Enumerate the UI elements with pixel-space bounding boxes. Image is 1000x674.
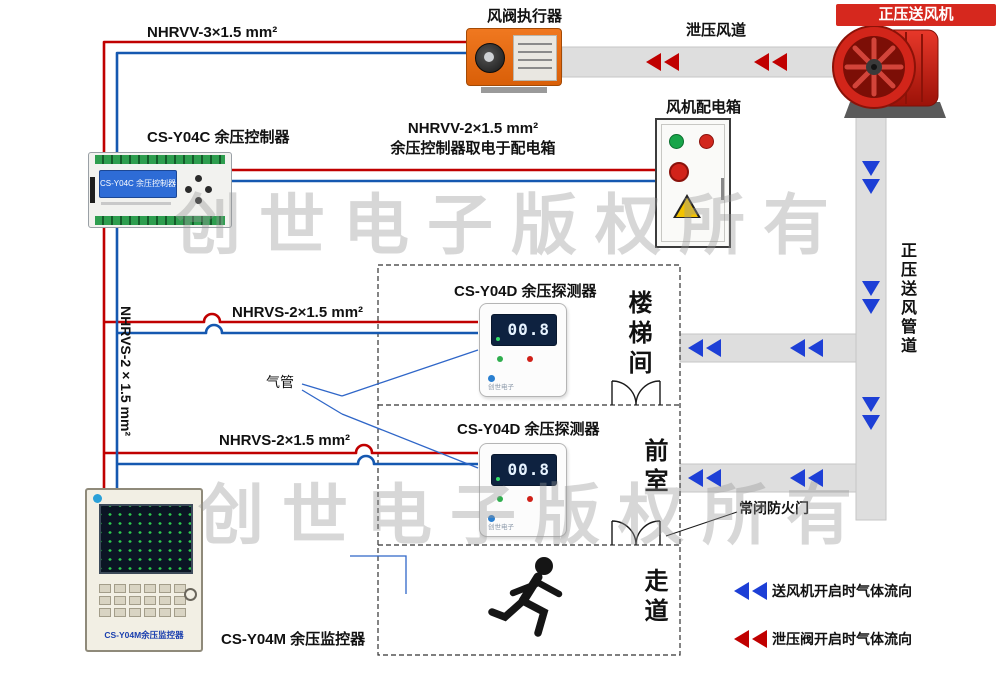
fire-door-label: 常闭防火门	[739, 500, 809, 516]
actuator-spec-sticker	[513, 35, 557, 81]
detector1-display: 00.8	[491, 314, 557, 346]
indicator-light-green	[669, 134, 684, 149]
distribution-box-door	[661, 124, 725, 242]
door-symbols	[611, 380, 738, 546]
relief-duct-label: 泄压风道	[686, 22, 747, 39]
detector2-reading: 00.8	[507, 460, 550, 479]
detector1-display-led	[496, 337, 500, 341]
brand-logo-icon	[93, 494, 102, 503]
detector2-led-green	[497, 496, 503, 502]
controller-connector	[90, 177, 95, 203]
legend-relief-arrow-icon	[734, 630, 767, 648]
detector2-label: CS-Y04D 余压探测器	[457, 421, 600, 438]
damper-label: 风阀执行器	[487, 8, 563, 25]
duct-relief	[561, 46, 855, 78]
indicator-light-red	[699, 134, 714, 149]
legend-supply-text: 送风机开启时气体流向	[772, 583, 912, 599]
runner-icon	[488, 557, 563, 637]
controller-button	[195, 197, 202, 204]
actuator-knob-cap	[484, 52, 494, 62]
controller-screen: CS-Y04C 余压控制器	[99, 170, 177, 198]
monitor-button-grid	[99, 584, 186, 617]
detector1-brand: 创世电子	[488, 384, 514, 391]
door-symbol-anteroom	[611, 520, 661, 546]
keyhole-icon	[184, 588, 197, 601]
distribution-box-label: 风机配电箱	[666, 99, 742, 116]
legend-supply-arrow-icon	[734, 582, 767, 600]
terminal-strip-bottom	[95, 216, 225, 225]
sticker-line	[518, 43, 552, 45]
brand-logo-icon	[488, 515, 495, 522]
air-tube-lines	[301, 349, 479, 594]
air-tube-label: 气管	[266, 374, 294, 390]
detector1-led-red	[527, 356, 533, 362]
detector1-cable-label: NHRVS-2×1.5 mm²	[232, 304, 364, 321]
monitor-device: CS-Y04M余压监控器	[85, 488, 203, 652]
terminal-strip-top	[95, 155, 225, 164]
damper-actuator-device	[466, 28, 562, 93]
warning-triangle-fill	[676, 198, 698, 217]
controller-button	[185, 186, 192, 193]
room-label-stairwell: 楼梯间	[624, 290, 651, 380]
brand-logo-icon	[488, 375, 495, 382]
actuator-cable-label: NHRVV-3×1.5 mm²	[147, 24, 278, 41]
controller-device: CS-Y04C 余压控制器	[88, 152, 232, 228]
detector1-reading: 00.8	[507, 320, 550, 339]
wire-red-actuator	[102, 40, 466, 152]
wire-blue-detector1	[117, 323, 478, 335]
relief-flow-arrows-icon	[646, 53, 787, 71]
sticker-line	[518, 67, 552, 69]
wire-blue-detector2	[117, 454, 478, 466]
zone-dashed-boxes	[377, 264, 681, 656]
monitor-screen	[99, 504, 193, 574]
controller-label-bar	[101, 202, 171, 205]
distribution-box-device	[655, 118, 731, 248]
detector2-brand: 创世电子	[488, 524, 514, 531]
detector2-led-red	[527, 496, 533, 502]
supply-duct-label: 正压送风管道	[898, 242, 915, 356]
controller-label: CS-Y04C 余压控制器	[147, 129, 290, 146]
detector2-device: 00.8 创世电子	[479, 443, 567, 537]
legend-relief-text: 泄压阀开启时气体流向	[772, 631, 912, 647]
wire-blue-group	[115, 51, 655, 488]
sticker-line	[518, 51, 552, 53]
detector1-led-green	[497, 356, 503, 362]
monitor-panel-label: CS-Y04M余压监控器	[104, 630, 184, 640]
power-cable-label: NHRVV-2×1.5 mm²	[407, 120, 539, 137]
controller-button	[205, 186, 212, 193]
riser-cable-label: NHRVS-2×1.5 mm²	[118, 306, 134, 437]
detector2-cable-label: NHRVS-2×1.5 mm²	[219, 432, 351, 449]
detector1-device: 00.8 创世电子	[479, 303, 567, 397]
room-label-anteroom: 前室	[640, 438, 667, 498]
fire-door-leader-line	[665, 511, 738, 537]
power-cable-note: NHRVV-2×1.5 mm² 余压控制器取电于配电箱	[373, 120, 573, 158]
wire-red-detector1	[104, 312, 478, 324]
wire-blue-actuator	[115, 51, 466, 152]
power-source-note: 余压控制器取电于配电箱	[390, 140, 556, 157]
detector1-label: CS-Y04D 余压探测器	[454, 283, 597, 300]
fan-illustration	[832, 25, 946, 118]
wire-red-group	[102, 40, 655, 488]
supply-flow-arrows-icon	[688, 161, 880, 487]
duct-supply-vertical	[855, 109, 887, 521]
stop-button	[669, 162, 689, 182]
sticker-line	[518, 59, 552, 61]
actuator-bracket	[481, 87, 547, 93]
cabinet-handle	[721, 178, 724, 200]
controller-button	[195, 175, 202, 182]
detector2-display: 00.8	[491, 454, 557, 486]
detector2-display-led	[496, 477, 500, 481]
wire-red-detector2	[104, 443, 478, 455]
room-label-corridor: 走道	[640, 568, 667, 628]
monitor-caption: CS-Y04M 余压监控器	[221, 631, 366, 648]
fan-label-banner: 正压送风机	[836, 4, 996, 26]
door-symbol-stairwell	[611, 380, 661, 406]
